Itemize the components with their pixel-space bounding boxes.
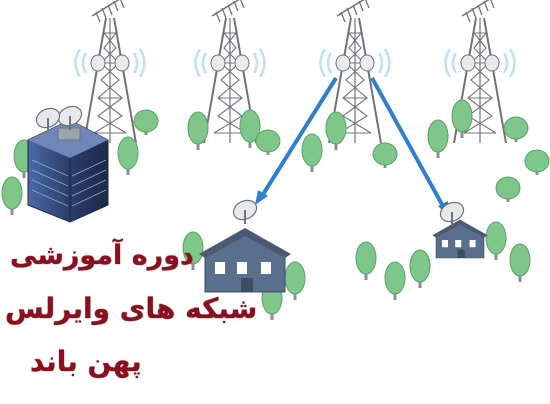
- title-line-3: پهن باند: [30, 345, 142, 378]
- satellite-dish-icon: [229, 195, 261, 225]
- tree-icon: [133, 109, 159, 136]
- title-line-2: شبکه های وایرلس: [5, 292, 258, 325]
- tree-icon: [301, 133, 323, 173]
- tree-icon: [495, 176, 521, 203]
- tree-icon: [524, 149, 550, 176]
- tree-icon: [503, 116, 529, 143]
- tree-icon: [255, 129, 281, 156]
- office-building-icon: [27, 119, 109, 223]
- tree-icon: [325, 111, 347, 151]
- tree-icon: [427, 119, 449, 159]
- tree-icon: [372, 142, 398, 169]
- house-icon: [432, 219, 488, 259]
- tree-icon: [485, 221, 507, 261]
- tree-icon: [1, 176, 23, 216]
- tree-icon: [355, 241, 377, 281]
- tree-icon: [384, 261, 406, 301]
- tree-icon: [409, 249, 431, 289]
- tree-icon: [187, 111, 209, 151]
- tree-icon: [117, 136, 139, 176]
- tree-icon: [509, 243, 531, 283]
- wireless-signal-icon: [255, 76, 448, 216]
- title-line-1: دوره آموزشی: [10, 240, 194, 271]
